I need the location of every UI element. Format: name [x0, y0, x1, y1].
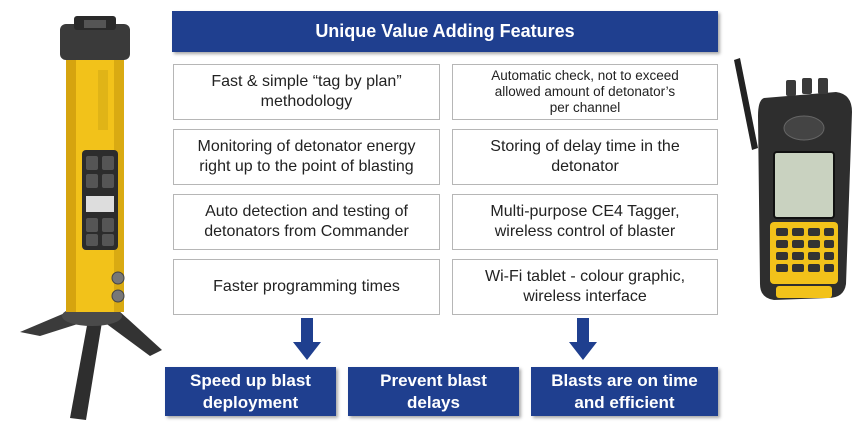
page-title: Unique Value Adding Features	[172, 11, 718, 52]
feature-tag-by-plan: Fast & simple “tag by plan” methodology	[173, 64, 440, 120]
feature-wifi-tablet: Wi-Fi tablet - colour graphic, wireless …	[452, 259, 718, 315]
feature-faster-programming: Faster programming times	[173, 259, 440, 315]
down-arrow-icon	[293, 318, 321, 360]
feature-automatic-check: Automatic check, not to exceed allowed a…	[452, 64, 718, 120]
feature-delay-storage: Storing of delay time in the detonator	[452, 129, 718, 185]
blasting-unit-image	[20, 16, 162, 420]
outcome-on-time-efficient: Blasts are on time and efficient	[531, 367, 718, 416]
outcome-prevent-delays: Prevent blast delays	[348, 367, 519, 416]
down-arrow-icon	[569, 318, 597, 360]
handheld-tagger-image	[734, 58, 852, 300]
feature-auto-detection: Auto detection and testing of detonators…	[173, 194, 440, 250]
feature-energy-monitoring: Monitoring of detonator energy right up …	[173, 129, 440, 185]
outcome-speed-up-deployment: Speed up blast deployment	[165, 367, 336, 416]
feature-ce4-tagger: Multi-purpose CE4 Tagger, wireless contr…	[452, 194, 718, 250]
